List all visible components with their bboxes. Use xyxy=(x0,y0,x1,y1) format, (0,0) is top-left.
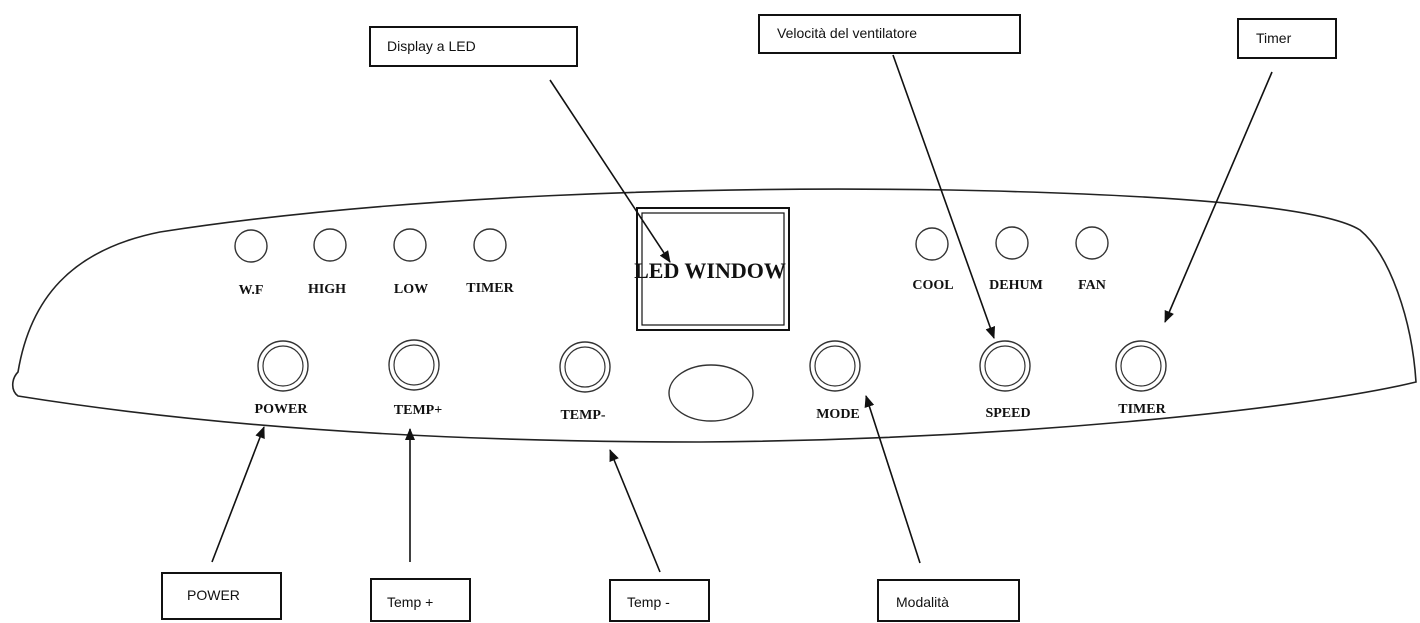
leader-mode xyxy=(864,395,921,564)
indicator-label-low: LOW xyxy=(394,282,428,297)
power-button-label: POWER xyxy=(255,402,309,417)
indicator-label-dehum: DEHUM xyxy=(989,278,1043,293)
speed-button[interactable]: SPEED xyxy=(979,340,1031,421)
leader-led-display xyxy=(549,79,671,263)
leader-fan-speed xyxy=(892,54,996,339)
indicator-label-timer: TIMER xyxy=(466,281,514,296)
indicator-dehum: DEHUM xyxy=(989,226,1043,293)
power-button[interactable]: POWER xyxy=(255,340,309,417)
indicator-high: HIGH xyxy=(308,228,347,297)
temp-minus-button[interactable]: TEMP- xyxy=(559,341,611,423)
indicator-low: LOW xyxy=(393,228,428,297)
callout-timer-label: Timer xyxy=(1256,30,1292,46)
indicator-label-fan: FAN xyxy=(1078,278,1106,293)
temp-plus-button[interactable]: TEMP+ xyxy=(388,339,442,418)
remote-sensor-window xyxy=(668,364,754,422)
callout-temp-minus: Temp - xyxy=(609,579,710,622)
temp-minus-button-label: TEMP- xyxy=(560,408,605,423)
callout-temp-minus-label: Temp - xyxy=(627,594,670,610)
mode-button[interactable]: MODE xyxy=(809,340,861,422)
leader-timer xyxy=(1164,71,1273,323)
timer-button[interactable]: TIMER xyxy=(1115,340,1167,417)
callout-power-label: POWER xyxy=(187,587,240,603)
indicator-label-wf: W.F xyxy=(239,283,264,298)
speed-button-label: SPEED xyxy=(985,406,1030,421)
led-window: LED WINDOW xyxy=(634,207,790,331)
callout-timer: Timer xyxy=(1237,18,1337,59)
indicator-cool: COOL xyxy=(912,227,954,293)
timer-button-label: TIMER xyxy=(1118,402,1166,417)
callout-temp-plus: Temp + xyxy=(370,578,471,622)
temp-plus-button-label: TEMP+ xyxy=(394,403,442,418)
callout-power: POWER xyxy=(161,572,282,620)
callout-led-display: Display a LED xyxy=(369,26,578,67)
leader-power xyxy=(211,426,265,563)
callout-fan-speed: Velocità del ventilatore xyxy=(758,14,1021,54)
callout-mode-label: Modalità xyxy=(896,594,949,610)
indicator-timer: TIMER xyxy=(466,228,515,296)
indicator-fan: FAN xyxy=(1075,226,1109,293)
indicator-wf: W.F xyxy=(234,229,268,298)
callout-mode: Modalità xyxy=(877,579,1020,622)
indicator-label-cool: COOL xyxy=(912,278,953,293)
indicator-label-high: HIGH xyxy=(308,282,346,297)
callout-temp-plus-label: Temp + xyxy=(387,594,433,610)
led-window-label: LED WINDOW xyxy=(634,258,786,283)
leader-temp-minus xyxy=(609,449,661,573)
callout-fan-speed-label: Velocità del ventilatore xyxy=(777,25,917,41)
callout-led-display-label: Display a LED xyxy=(387,38,476,54)
mode-button-label: MODE xyxy=(816,407,860,422)
